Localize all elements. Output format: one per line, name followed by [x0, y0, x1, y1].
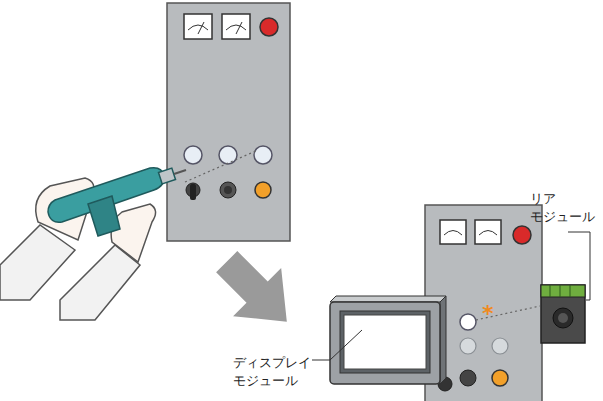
- buttons: [184, 146, 272, 200]
- rear-module: [541, 285, 585, 343]
- drill-path: [185, 150, 258, 182]
- meter: [184, 14, 250, 39]
- part-label: ディスプレイ モジュール: [233, 354, 315, 389]
- buttons: [438, 314, 508, 391]
- leader-line: [568, 232, 590, 300]
- control-panel: [167, 3, 290, 241]
- leader-line: [312, 330, 362, 360]
- flow-arrow: [203, 238, 311, 346]
- red-lamp: [260, 18, 278, 36]
- display-module: [330, 296, 446, 384]
- control-panel: [425, 205, 542, 401]
- part-label: リア モジュール: [530, 190, 600, 225]
- drill: [48, 168, 186, 236]
- asterisk-mark: *: [482, 303, 494, 325]
- red-lamp: [513, 226, 531, 244]
- meter: [440, 220, 501, 244]
